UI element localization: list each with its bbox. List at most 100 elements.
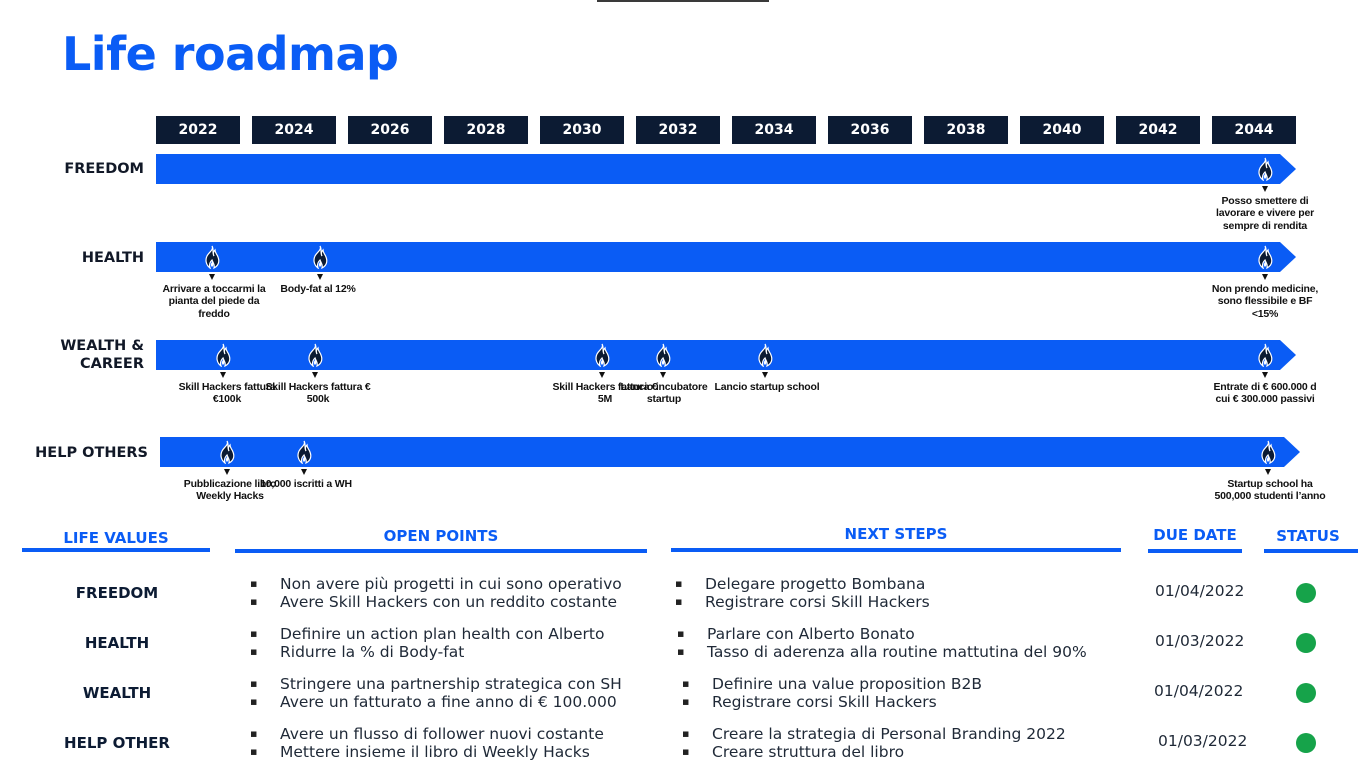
open-point-item: Avere un fatturato a fine anno di € 100.… bbox=[250, 693, 622, 711]
due-date: 01/04/2022 bbox=[1155, 582, 1245, 600]
header-due-date: DUE DATE bbox=[1153, 526, 1237, 544]
next-step-item: Creare la strategia di Personal Branding… bbox=[682, 725, 1066, 743]
header-underline bbox=[671, 548, 1121, 552]
header-underline bbox=[1148, 549, 1242, 553]
year-label: 2026 bbox=[348, 116, 432, 144]
flame-icon bbox=[1261, 440, 1276, 464]
header-next-steps: NEXT STEPS bbox=[844, 525, 948, 543]
milestone-text: Non prendo medicine, sono flessibile e B… bbox=[1211, 283, 1319, 320]
milestone-caret bbox=[659, 372, 666, 378]
flame-icon bbox=[297, 440, 312, 464]
milestone-caret bbox=[316, 274, 323, 280]
year-label: 2022 bbox=[156, 116, 240, 144]
flame-icon bbox=[216, 343, 231, 367]
next-step-item: Registrare corsi Skill Hackers bbox=[682, 693, 982, 711]
next-step-item: Registrare corsi Skill Hackers bbox=[675, 593, 930, 611]
life-value-label: HEALTH bbox=[84, 634, 150, 652]
status-indicator bbox=[1296, 633, 1316, 653]
open-point-item: Mettere insieme il libro di Weekly Hacks bbox=[250, 743, 604, 761]
top-divider bbox=[597, 0, 769, 2]
timeline-band bbox=[156, 340, 1296, 370]
status-indicator bbox=[1296, 733, 1316, 753]
lane-label: WEALTH & CAREER bbox=[60, 338, 144, 372]
next-step-item: Creare struttura del libro bbox=[682, 743, 1066, 761]
timeline-band bbox=[156, 154, 1296, 184]
year-label: 2034 bbox=[732, 116, 816, 144]
open-point-item: Stringere una partnership strategica con… bbox=[250, 675, 622, 693]
open-point-item: Avere un flusso di follower nuovi costan… bbox=[250, 725, 604, 743]
life-value-label: WEALTH bbox=[82, 684, 152, 702]
year-label: 2024 bbox=[252, 116, 336, 144]
status-indicator bbox=[1296, 683, 1316, 703]
flame-icon bbox=[1258, 343, 1273, 367]
flame-icon bbox=[308, 343, 323, 367]
milestone-text: 10,000 iscritti a WH bbox=[260, 478, 352, 490]
milestone-text: Startup school ha 500,000 studenti l’ann… bbox=[1214, 478, 1326, 503]
milestone-caret bbox=[1261, 274, 1268, 280]
header-underline bbox=[235, 549, 647, 553]
open-point-item: Avere Skill Hackers con un reddito costa… bbox=[250, 593, 622, 611]
milestone-text: Skill Hackers fattura € 5M bbox=[552, 381, 658, 406]
year-label: 2032 bbox=[636, 116, 720, 144]
header-status: STATUS bbox=[1276, 527, 1340, 545]
lane-label: FREEDOM bbox=[64, 161, 144, 177]
milestone-text: Entrate di € 600.000 d cui € 300.000 pas… bbox=[1213, 381, 1317, 406]
lane-label: HELP OTHERS bbox=[35, 445, 148, 461]
timeline-band bbox=[160, 437, 1300, 467]
timeline-band bbox=[156, 242, 1296, 272]
year-label: 2044 bbox=[1212, 116, 1296, 144]
next-step-item: Parlare con Alberto Bonato bbox=[677, 625, 1087, 643]
flame-icon bbox=[205, 245, 220, 269]
life-value-label: FREEDOM bbox=[75, 584, 159, 602]
milestone-caret bbox=[761, 372, 768, 378]
flame-icon bbox=[1258, 157, 1273, 181]
header-underline bbox=[1264, 549, 1358, 553]
milestone-caret bbox=[1261, 372, 1268, 378]
life-value-label: HELP OTHER bbox=[64, 734, 170, 752]
milestone-caret bbox=[300, 469, 307, 475]
milestone-text: Skill Hackers fattura € 500k bbox=[265, 381, 371, 406]
header-underline bbox=[22, 548, 210, 552]
open-point-item: Ridurre la % di Body-fat bbox=[250, 643, 604, 661]
milestone-text: Pubblicazione libro Weekly Hacks bbox=[183, 478, 277, 503]
flame-icon bbox=[758, 343, 773, 367]
milestone-caret bbox=[1264, 469, 1271, 475]
milestone-caret bbox=[598, 372, 605, 378]
milestone-text: Body-fat al 12% bbox=[280, 283, 356, 295]
open-point-item: Definire un action plan health con Alber… bbox=[250, 625, 604, 643]
open-points-list: Definire un action plan health con Alber… bbox=[250, 625, 604, 661]
milestone-text: Posso smettere di lavorare e vivere per … bbox=[1216, 195, 1314, 232]
flame-icon bbox=[656, 343, 671, 367]
next-step-item: Definire una value proposition B2B bbox=[682, 675, 982, 693]
next-step-item: Tasso di aderenza alla routine mattutina… bbox=[677, 643, 1087, 661]
milestone-text: Skill Hackers fattura €100k bbox=[178, 381, 276, 406]
milestone-caret bbox=[311, 372, 318, 378]
next-steps-list: Creare la strategia di Personal Branding… bbox=[682, 725, 1066, 761]
open-points-list: Non avere più progetti in cui sono opera… bbox=[250, 575, 622, 611]
year-label: 2038 bbox=[924, 116, 1008, 144]
milestone-text: Arrivare a toccarmi la pianta del piede … bbox=[162, 283, 266, 320]
milestone-caret bbox=[1261, 186, 1268, 192]
next-steps-list: Delegare progetto BombanaRegistrare cors… bbox=[675, 575, 930, 611]
year-label: 2028 bbox=[444, 116, 528, 144]
milestone-caret bbox=[223, 469, 230, 475]
next-step-item: Delegare progetto Bombana bbox=[675, 575, 930, 593]
milestone-text: Lancio incubatore startup bbox=[620, 381, 708, 406]
year-label: 2030 bbox=[540, 116, 624, 144]
next-steps-list: Definire una value proposition B2BRegist… bbox=[682, 675, 982, 711]
status-indicator bbox=[1296, 583, 1316, 603]
header-life-values: LIFE VALUES bbox=[63, 529, 169, 547]
year-label: 2036 bbox=[828, 116, 912, 144]
milestone-caret bbox=[208, 274, 215, 280]
lane-label: HEALTH bbox=[81, 250, 144, 266]
due-date: 01/03/2022 bbox=[1155, 632, 1245, 650]
open-points-list: Avere un flusso di follower nuovi costan… bbox=[250, 725, 604, 761]
year-label: 2042 bbox=[1116, 116, 1200, 144]
flame-icon bbox=[595, 343, 610, 367]
flame-icon bbox=[1258, 245, 1273, 269]
due-date: 01/04/2022 bbox=[1154, 682, 1244, 700]
milestone-text: Lancio startup school bbox=[714, 381, 820, 393]
flame-icon bbox=[313, 245, 328, 269]
milestone-caret bbox=[219, 372, 226, 378]
next-steps-list: Parlare con Alberto BonatoTasso di adere… bbox=[677, 625, 1087, 661]
